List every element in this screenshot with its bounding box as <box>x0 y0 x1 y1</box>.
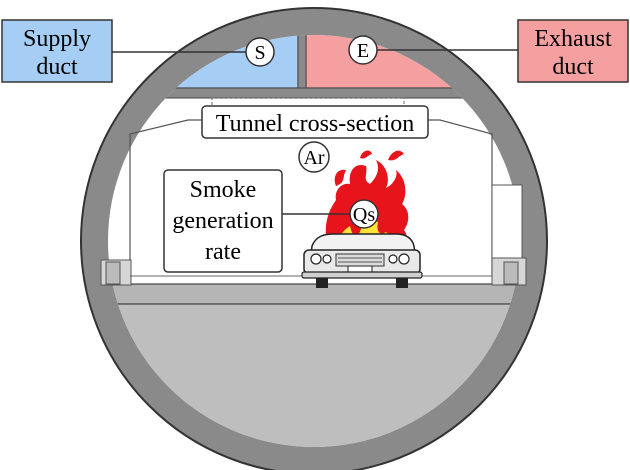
left-walkway-post <box>105 261 121 285</box>
svg-text:Qs: Qs <box>353 204 375 226</box>
smoke-generation-rate-label: Smoke generation rate <box>163 169 283 273</box>
supply-duct-line1: Supply <box>23 26 91 52</box>
tunnel-cross-section-label: Tunnel cross-section <box>201 105 429 139</box>
supply-symbol: S <box>245 37 275 67</box>
road-slab <box>108 283 520 305</box>
svg-text:S: S <box>254 42 265 64</box>
smoke-symbol: Qs <box>349 199 379 229</box>
exhaust-symbol: E <box>348 35 378 65</box>
right-walkway-post <box>503 261 519 285</box>
supply-duct-line2: duct <box>36 54 78 80</box>
svg-text:generation: generation <box>172 208 273 234</box>
svg-text:Smoke: Smoke <box>190 177 257 203</box>
exhaust-duct-line2: duct <box>552 54 594 80</box>
svg-text:rate: rate <box>205 239 241 265</box>
car-icon <box>301 233 423 288</box>
supply-duct-label: Supply duct <box>1 19 113 83</box>
svg-text:Tunnel cross-section: Tunnel cross-section <box>216 111 414 137</box>
svg-text:E: E <box>357 40 369 62</box>
exhaust-duct-label: Exhaust duct <box>517 19 629 83</box>
svg-text:Ar: Ar <box>303 147 324 169</box>
exhaust-duct-line1: Exhaust <box>534 26 612 52</box>
area-symbol: Ar <box>298 141 330 173</box>
